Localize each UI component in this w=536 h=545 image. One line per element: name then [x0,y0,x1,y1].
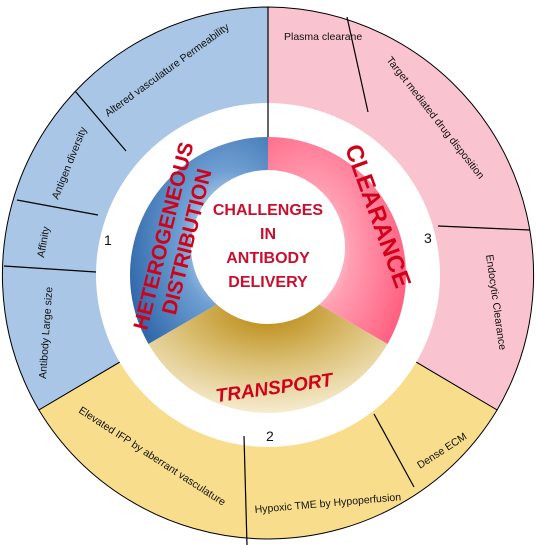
center-circle [191,170,345,324]
inner-sector-transport [148,275,388,413]
sector-number-2: 2 [266,428,274,444]
label-affinity: Affinity [35,225,52,259]
outer-dividers [3,7,531,545]
sector-number-1: 1 [104,232,112,248]
center-line-3: ANTIBODY [226,250,310,267]
center-title: CHALLENGES IN ANTIBODY DELIVERY [213,202,324,291]
center-line-4: DELIVERY [228,274,308,291]
sector-number-3: 3 [424,230,432,246]
label-plasma-clearance: Plasma clearane [284,31,362,43]
center-line-2: IN [260,226,276,243]
center-line-1: CHALLENGES [213,202,324,219]
